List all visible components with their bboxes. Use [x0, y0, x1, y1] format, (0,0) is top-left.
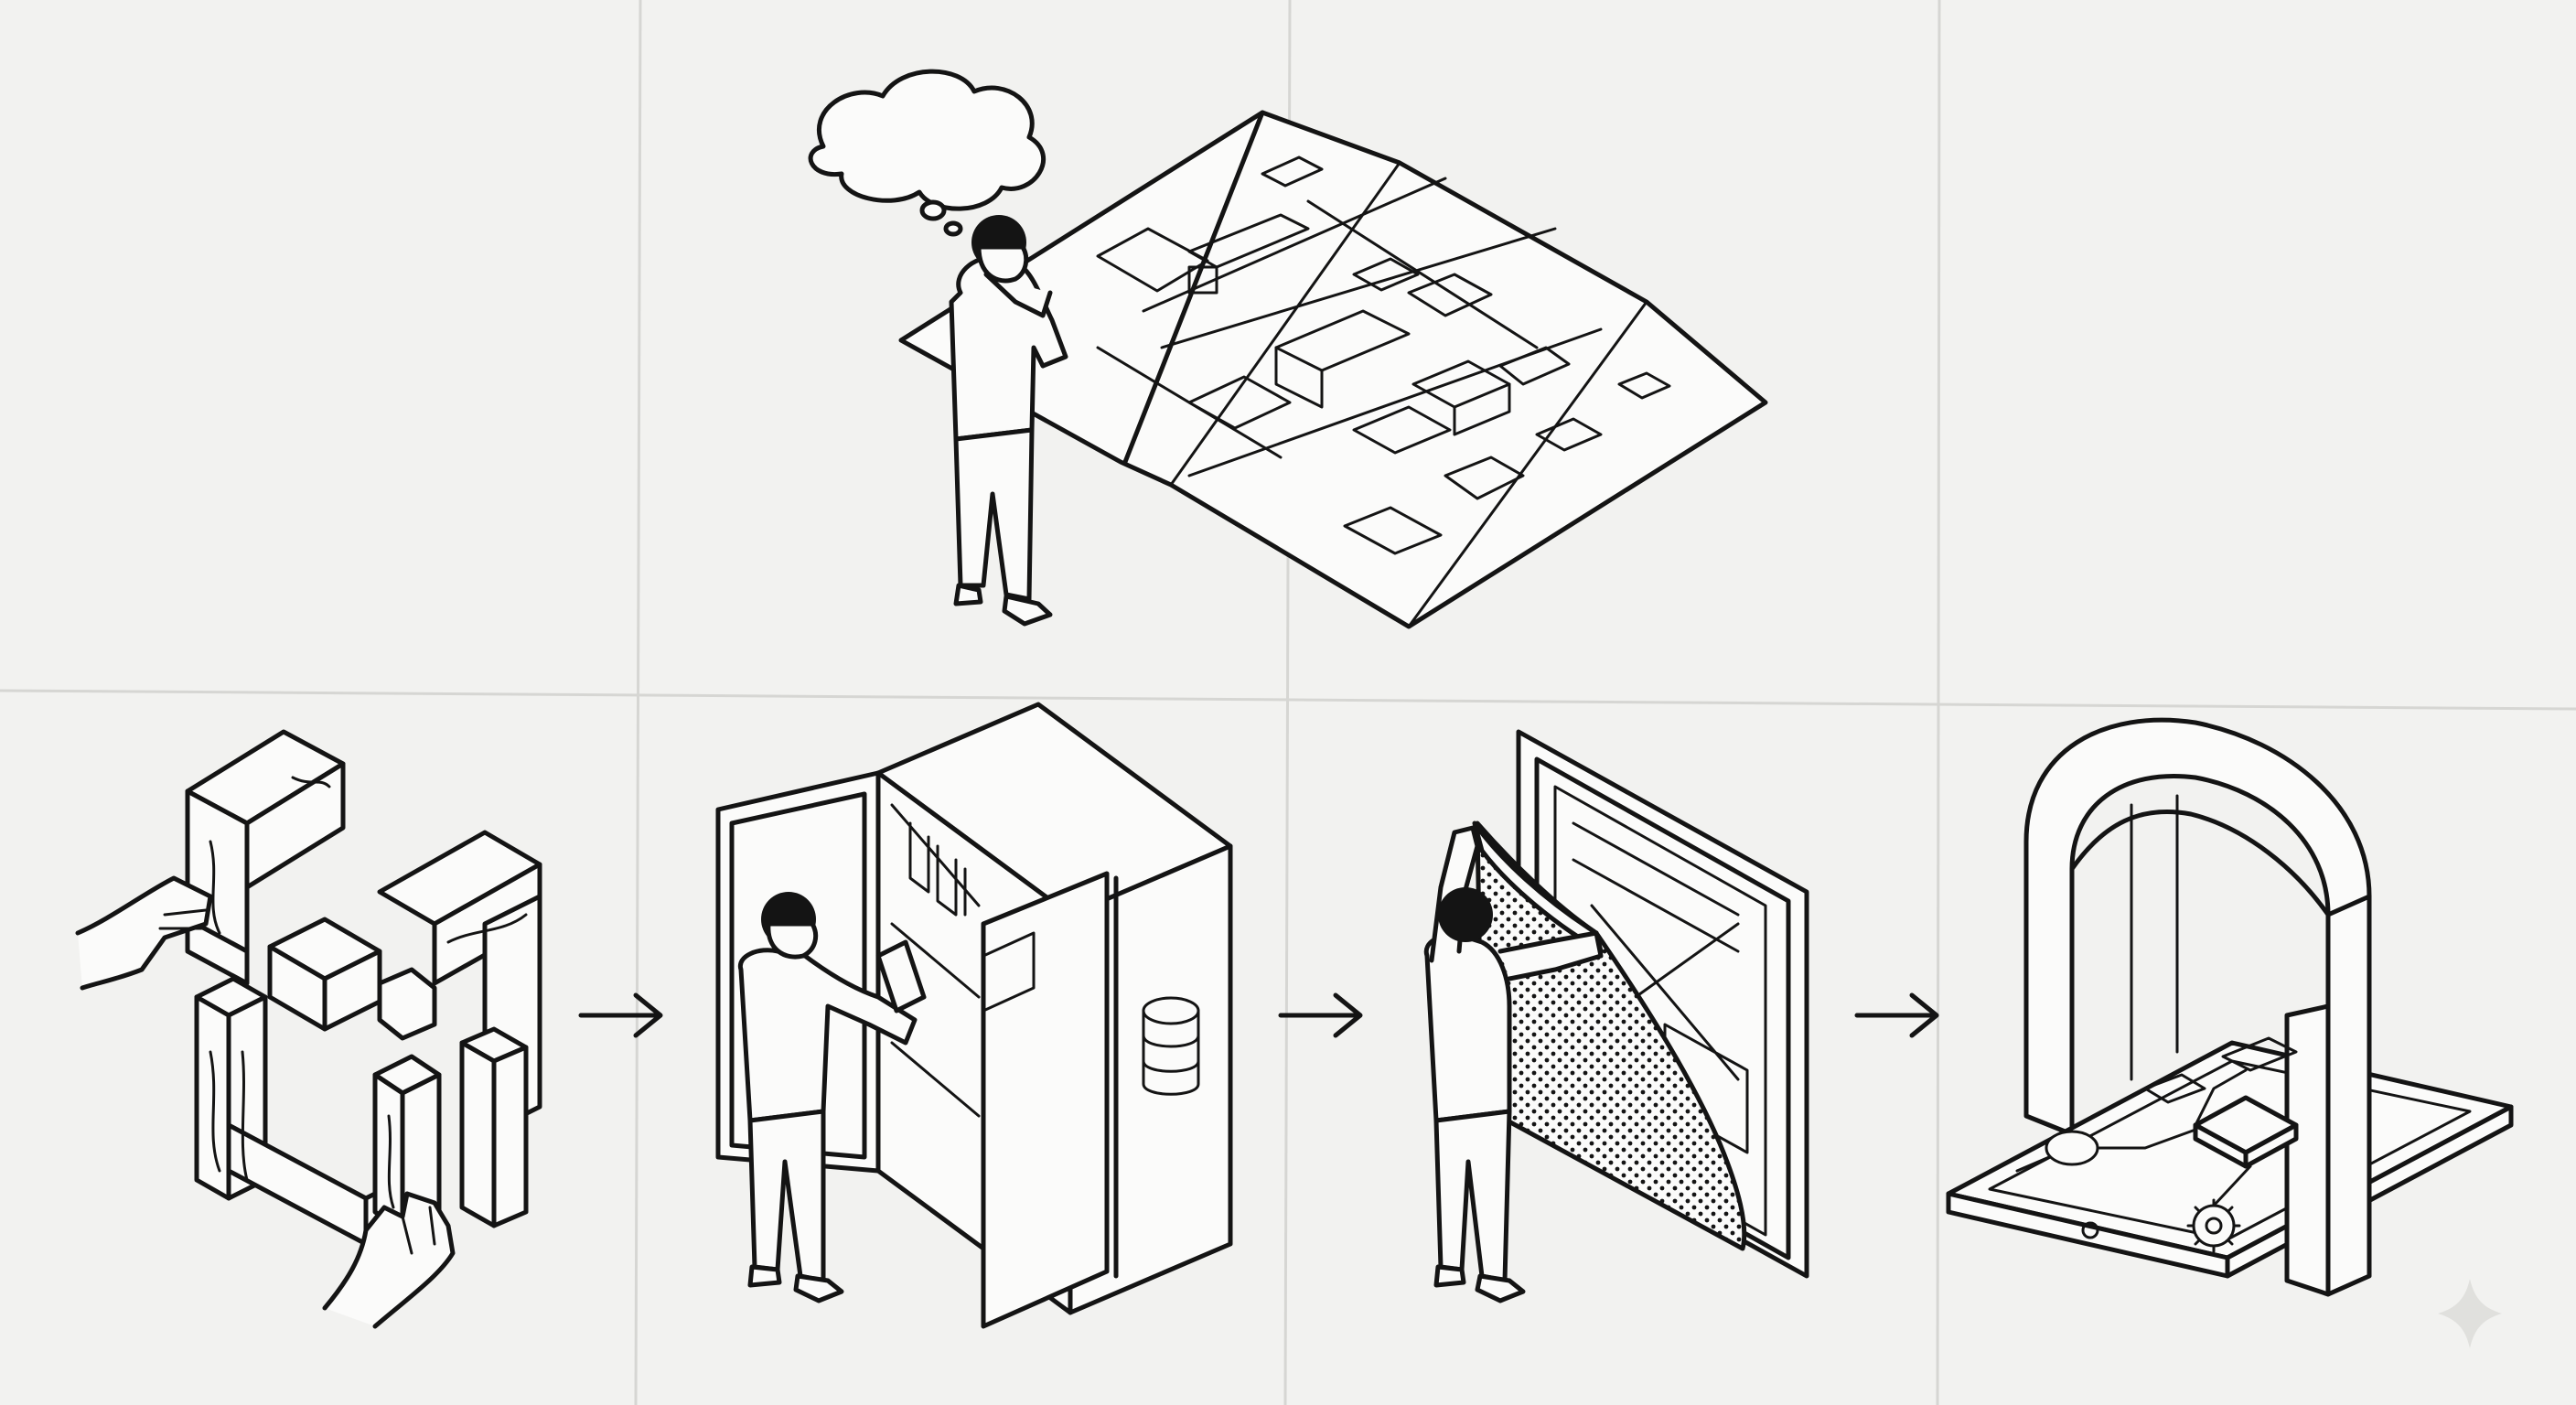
gear-icon [2186, 1198, 2241, 1253]
node-screen [1423, 729, 1809, 1303]
wooden-blocks-icon [185, 729, 542, 1247]
sparkle-icon [2438, 1279, 2502, 1348]
magnifier-icon [2015, 1130, 2099, 1173]
node-cabinet [715, 702, 1233, 1329]
book-icon [2193, 1095, 2299, 1169]
database-icon [1142, 996, 1200, 1096]
node-wooden-blocks [75, 729, 542, 1329]
thought-bubble-icon [808, 69, 1046, 237]
tablet-under-arch-icon [1946, 717, 2514, 1297]
blueprint-map-icon [898, 110, 1768, 629]
peeling-cover-icon [1472, 820, 1747, 1251]
man-holding-book-icon [737, 892, 927, 1303]
arrow-right-icon [1278, 992, 1363, 1038]
arrow-right-icon [578, 992, 663, 1038]
man-thinking-icon [949, 215, 1068, 627]
hand-left-icon [75, 875, 213, 991]
arrow-right-icon [1854, 992, 1939, 1038]
node-tablet [1946, 717, 2514, 1297]
hand-right-icon [322, 1191, 456, 1329]
man-lifting-cover-icon [1423, 825, 1604, 1303]
node-planning [808, 69, 1768, 629]
